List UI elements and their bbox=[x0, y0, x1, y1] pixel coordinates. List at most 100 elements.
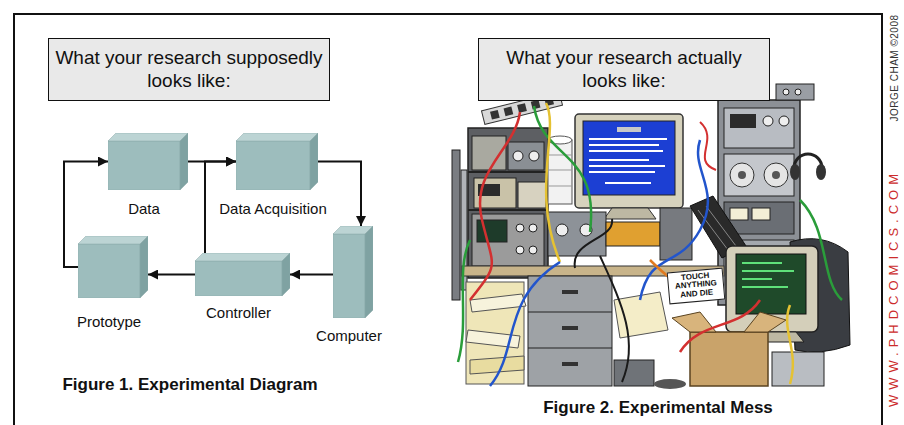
side-face bbox=[365, 226, 373, 318]
flow-arrow bbox=[148, 274, 195, 276]
label-holder: Figure 2. Experimental Mess bbox=[543, 398, 773, 418]
cable bbox=[680, 300, 760, 352]
knob bbox=[516, 224, 524, 232]
knob bbox=[513, 151, 523, 161]
shelf bbox=[468, 171, 548, 173]
block-label: Data bbox=[128, 200, 160, 217]
knob bbox=[763, 116, 773, 126]
cable bbox=[600, 256, 629, 382]
drawer-line bbox=[528, 312, 612, 313]
process-block: Computer bbox=[333, 226, 373, 318]
drawer-handle bbox=[562, 326, 578, 330]
figure-caption: Figure 1. Experimental Diagram bbox=[62, 375, 317, 394]
screen-text-line bbox=[589, 144, 659, 146]
orange-box bbox=[606, 222, 660, 246]
cable bbox=[800, 200, 842, 300]
screen-text-line bbox=[605, 182, 651, 184]
outlet bbox=[504, 107, 514, 117]
process-block: Data bbox=[108, 133, 188, 190]
screen-text-line bbox=[742, 270, 794, 272]
flow-arrow bbox=[290, 274, 333, 276]
block-shape bbox=[333, 226, 373, 318]
knob bbox=[795, 89, 801, 95]
knob bbox=[529, 224, 537, 232]
process-block: Controller bbox=[195, 253, 290, 296]
floor-device bbox=[772, 352, 824, 386]
label-holder: Data bbox=[128, 200, 160, 217]
screen-text-line bbox=[589, 150, 663, 152]
top-face bbox=[236, 133, 318, 141]
reel-hub bbox=[772, 171, 780, 179]
floor-device bbox=[614, 360, 654, 386]
drawer-handle bbox=[562, 362, 578, 366]
knob bbox=[516, 246, 524, 254]
blue-screen bbox=[583, 121, 675, 195]
paper-sheet bbox=[470, 294, 526, 312]
tape-deck bbox=[724, 154, 794, 196]
label-holder: Figure 1. Experimental Diagram bbox=[62, 375, 317, 395]
cable-coil bbox=[654, 379, 686, 389]
scope-screen bbox=[477, 220, 507, 242]
tape-reel bbox=[730, 163, 754, 187]
key-row bbox=[706, 206, 736, 246]
process-block: Data Acquisition bbox=[236, 133, 318, 190]
label-holder: Computer bbox=[316, 327, 382, 344]
label-holder: WWW.PHDCOMICS.COM bbox=[884, 169, 902, 407]
front-face bbox=[78, 244, 140, 298]
cable bbox=[490, 262, 560, 386]
instrument bbox=[508, 142, 544, 170]
box-flap bbox=[744, 312, 786, 332]
instrument bbox=[660, 208, 692, 260]
front-face bbox=[236, 141, 310, 190]
cup-line bbox=[548, 170, 572, 171]
block-label: Computer bbox=[316, 327, 382, 344]
lab-mess-illustration bbox=[452, 84, 850, 389]
instrument bbox=[518, 182, 546, 208]
monitor-stand bbox=[604, 208, 656, 219]
cardboard-box bbox=[690, 332, 768, 386]
cable bbox=[470, 112, 520, 300]
cable bbox=[700, 122, 716, 170]
ear-cup bbox=[816, 164, 826, 180]
screen-text-line bbox=[589, 171, 655, 173]
drawer-handle bbox=[562, 290, 578, 294]
small-device bbox=[776, 84, 814, 100]
process-block: Prototype bbox=[78, 236, 148, 298]
block-label: Prototype bbox=[77, 313, 141, 330]
watermark: WWW.PHDCOMICS.COM bbox=[886, 169, 901, 407]
meter bbox=[752, 208, 770, 220]
display bbox=[730, 114, 756, 128]
pipe bbox=[452, 150, 460, 300]
block-shape bbox=[236, 133, 318, 190]
screen-text-line bbox=[589, 138, 667, 140]
block-label: Controller bbox=[206, 304, 271, 321]
cable bbox=[575, 219, 613, 268]
sign-text: TOUCH ANYTHING AND DIE bbox=[670, 271, 722, 300]
label-holder: JORGE CHAM ©2008 bbox=[884, 14, 902, 121]
paper-sheet bbox=[470, 356, 524, 374]
cable bbox=[458, 240, 470, 362]
title-box: What your research supposedly looks like… bbox=[48, 38, 330, 101]
title-text: What your research supposedly looks like… bbox=[55, 47, 323, 93]
screen-text-line bbox=[742, 262, 782, 264]
cable bbox=[534, 106, 591, 232]
top-face bbox=[78, 236, 148, 244]
cup-line bbox=[548, 186, 572, 187]
screen-text-line bbox=[742, 278, 772, 280]
title-text: What your research actually looks like: bbox=[485, 47, 763, 93]
warning-sign: TOUCH ANYTHING AND DIE bbox=[667, 268, 726, 305]
label-holder: Controller bbox=[206, 304, 271, 321]
side-face bbox=[282, 253, 290, 296]
knob bbox=[779, 116, 789, 126]
knob bbox=[556, 224, 568, 236]
drawer-line bbox=[528, 348, 612, 349]
front-face bbox=[195, 261, 282, 296]
instrument bbox=[548, 212, 606, 256]
top-face bbox=[108, 133, 188, 141]
watermark: JORGE CHAM ©2008 bbox=[889, 14, 900, 121]
block-label: Data Acquisition bbox=[219, 200, 327, 217]
label-holder: Data Acquisition bbox=[219, 200, 327, 217]
outlet bbox=[490, 110, 500, 120]
outlet bbox=[517, 103, 527, 113]
panel-frame bbox=[14, 14, 882, 425]
